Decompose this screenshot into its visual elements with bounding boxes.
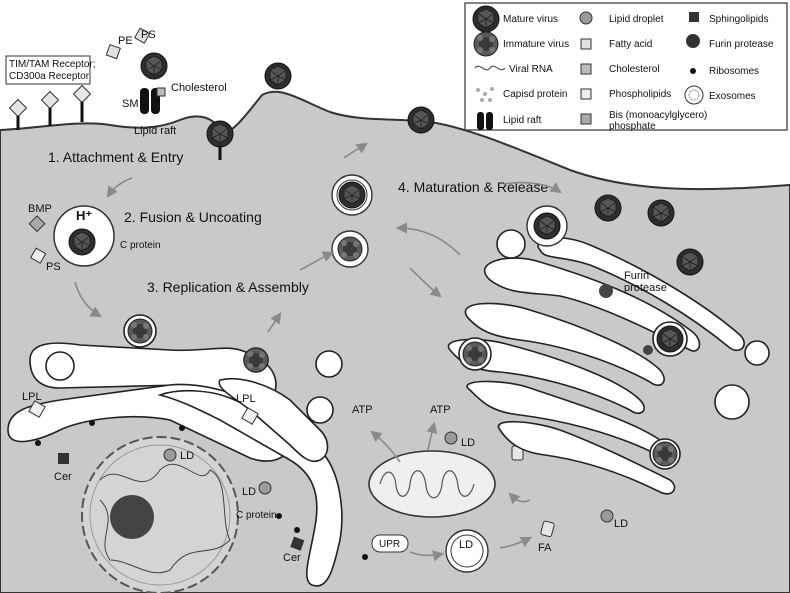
viral-rna-icon [474,65,506,71]
c-protein-label-1: C protein [120,240,161,251]
lipid-droplet-2 [258,481,272,495]
legend-label-bmp: Bis (monoacylglycero) [609,110,707,121]
lpl-label-1: LPL [22,391,42,403]
ld-label-1: LD [180,450,194,462]
lipid-raft-area [105,27,435,160]
legend-box [464,2,788,131]
pe-label: PE [118,35,133,47]
mature-virus-icon [472,5,500,33]
atp-label-2: ATP [430,404,451,416]
lipid-droplet-3 [444,431,458,445]
furin-protease-icon [686,34,700,48]
lipid-raft-icon [477,112,493,130]
bmp-label: BMP [28,203,52,215]
receptor-label-line2: CD300a Receptor [9,71,90,82]
nucleus [81,436,239,593]
atp-label-1: ATP [352,404,373,416]
lpl-marker-1 [28,400,46,418]
receptor-label-line1: TIM/TAM Receptor; [9,59,96,70]
ld-label-4: LD [614,518,628,530]
upr-label: UPR [379,539,400,550]
mitochondrion [368,450,496,518]
golgi-apparatus [447,229,770,495]
ld-label-2: LD [242,486,256,498]
furin-label-1: Furin [624,270,649,282]
maturation-vesicles [331,174,704,276]
cer-label-1: Cer [54,471,72,483]
cer-marker-1 [58,453,69,464]
legend-label-fatty-acid: Fatty acid [609,39,652,50]
c-protein-label-2: C protein [236,510,277,521]
lipid-droplet-1 [163,448,177,462]
lpl-marker-2 [241,407,259,425]
immature-virus-icon [473,31,499,57]
bmp-icon [580,113,592,125]
legend-label-lipid-raft: Lipid raft [503,115,542,126]
sm-label: SM [122,98,139,110]
legend-label-sphingolipids: Sphingolipids [709,14,769,25]
endoplasmic-reticulum [7,314,343,587]
legend-label-mature-virus: Mature virus [503,14,558,25]
cholesterol-icon [580,63,592,75]
endosome [28,205,115,267]
lipid-droplet-4 [600,509,614,523]
lipid-droplet-icon [579,11,593,25]
ribosome-icon [690,68,696,74]
fatty-acid-icon [580,38,592,50]
cer-label-2: Cer [283,552,301,564]
step-fusion-uncoating: 2. Fusion & Uncoating [124,209,262,225]
legend-label-furin-protease: Furin protease [709,39,774,50]
legend-label-capsid-protein: Capisd protein [503,89,567,100]
ps-label-top: PS [141,29,156,41]
fatty-acid-marker-2 [540,520,555,538]
capsid-protein-icon [476,87,494,102]
step-replication-assembly: 3. Replication & Assembly [147,279,309,295]
tim-tam-receptors [8,84,92,130]
lpl-label-2: LPL [236,393,256,405]
phospholipid-icon [580,88,592,100]
cholesterol-label: Cholesterol [171,82,227,94]
legend-label-bmp-2: phosphate [609,121,656,132]
fa-label-2: FA [538,542,552,554]
exosome-icon [684,85,704,105]
legend-label-ribosomes: Ribosomes [709,66,759,77]
process-arrows [74,142,562,562]
ld-label-3: LD [461,437,475,449]
receptor-label-box [5,55,91,85]
lipid-raft-label: Lipid raft [134,125,176,137]
cer-marker-2 [290,536,305,551]
step-maturation-release: 4. Maturation & Release [398,179,548,195]
ld-label-5: LD [459,539,473,551]
sphingolipid-icon [689,12,699,22]
legend: Mature virus Lipid droplet Sphingolipids… [464,2,788,132]
legend-label-lipid-droplet: Lipid droplet [609,14,664,25]
legend-label-cholesterol: Cholesterol [609,64,660,75]
legend-label-phospholipids: Phospholipids [609,89,671,100]
furin-label-2: protease [624,282,667,294]
legend-label-viral-rna: Viral RNA [509,64,553,75]
step-attachment-entry: 1. Attachment & Entry [48,149,183,165]
ps-label: PS [46,261,61,273]
legend-label-exosomes: Exosomes [709,91,756,102]
h-plus-label: H⁺ [76,208,92,223]
legend-label-immature-virus: Immature virus [503,39,569,50]
ribosome-markers [35,420,368,560]
upr-badge [371,534,409,553]
